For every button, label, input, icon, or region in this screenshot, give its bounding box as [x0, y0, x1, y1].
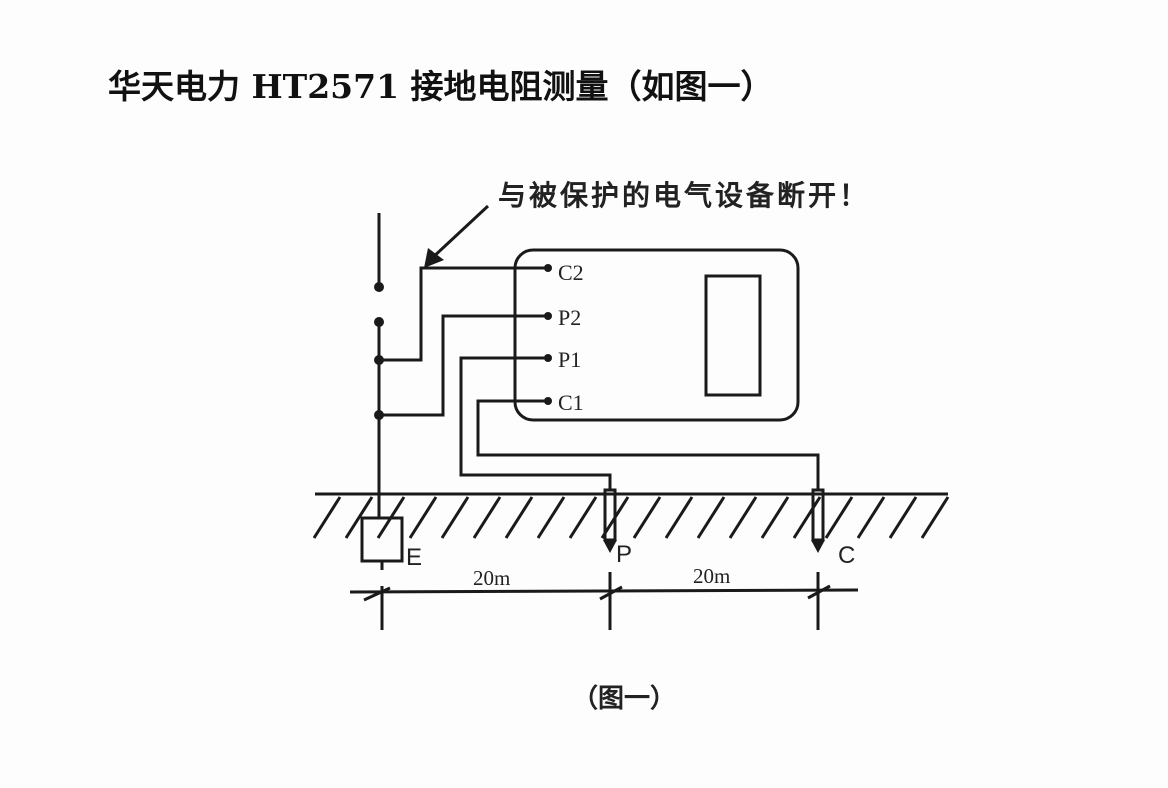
distance-p-c: 20m — [693, 564, 730, 588]
ground-hatch-line — [888, 496, 918, 539]
ground-hatch-line — [664, 496, 694, 539]
earth-electrode-e: E — [360, 516, 422, 571]
distance-e-p: 20m — [473, 566, 510, 590]
electrode-p-label: P — [616, 541, 632, 568]
terminal-c2-label: C2 — [558, 260, 584, 285]
ground-hatch-line — [504, 496, 534, 539]
protected-equipment-line — [374, 213, 384, 518]
ground-hatch-line — [536, 496, 566, 539]
ground-hatch-line — [792, 496, 822, 539]
page-title: 华天电力 HT2571 接地电阻测量（如图一） — [108, 67, 774, 106]
warning-arrow — [424, 204, 490, 268]
ground-surface — [312, 492, 950, 539]
ground-hatch-line — [472, 496, 502, 539]
display-window — [704, 274, 762, 397]
ground-hatch-line — [568, 496, 598, 539]
ground-hatch-line — [856, 496, 886, 539]
terminal-c1-label: C1 — [558, 390, 584, 415]
ground-hatch-line — [920, 496, 950, 539]
ground-hatch-line — [408, 496, 438, 539]
ground-hatch-line — [344, 496, 374, 539]
ground-hatch-line — [696, 496, 726, 539]
ground-hatch-line — [632, 496, 662, 539]
test-leads — [379, 266, 820, 490]
ground-hatch-line — [440, 496, 470, 539]
probe-c: C — [811, 488, 855, 569]
electrode-e-label: E — [406, 544, 422, 571]
ground-hatch-line — [728, 496, 758, 539]
ground-hatch-line — [312, 496, 342, 539]
figure-caption: （图一） — [572, 684, 676, 714]
terminal-p2-label: P2 — [558, 305, 581, 330]
electrode-c-label: C — [838, 542, 855, 569]
terminal-p1-label: P1 — [558, 347, 581, 372]
probe-p: P — [603, 488, 632, 568]
ground-hatch-line — [824, 496, 854, 539]
dimension-line: 20m 20m — [349, 564, 859, 630]
ground-hatch-line — [760, 496, 790, 539]
disconnect-warning: 与被保护的电气设备断开！ — [498, 179, 870, 212]
tester-instrument: C2 P2 P1 C1 — [513, 248, 800, 422]
